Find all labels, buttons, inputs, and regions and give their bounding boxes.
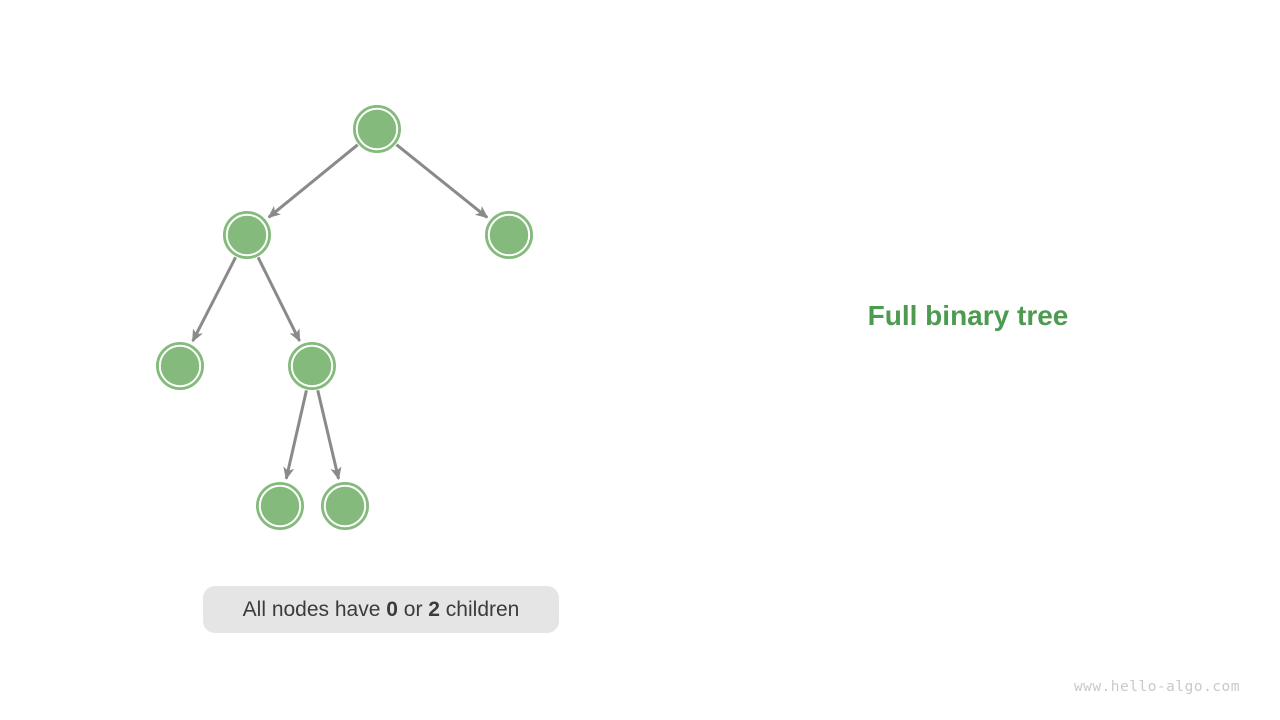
tree-node-ring <box>323 484 367 528</box>
tree-node-circle <box>156 342 204 390</box>
diagram-title: Full binary tree <box>867 300 1069 331</box>
tree-edge <box>256 256 301 343</box>
tree-edge <box>283 390 308 480</box>
tree-node <box>353 105 401 153</box>
tree-edge <box>267 143 359 219</box>
tree-node-circle <box>485 211 533 259</box>
tree-node-ring <box>290 344 334 388</box>
tree-node-circle <box>321 482 369 530</box>
tree-node-circle <box>223 211 271 259</box>
tree-node <box>156 342 204 390</box>
caption-text: or <box>397 597 429 621</box>
tree-node-circle <box>256 482 304 530</box>
tree-node-circle <box>288 342 336 390</box>
tree-node <box>288 342 336 390</box>
watermark: www.hello-algo.com <box>1073 679 1240 695</box>
tree-node <box>223 211 271 259</box>
caption-number: 0 <box>386 597 398 621</box>
tree-node-ring <box>225 213 269 257</box>
tree-node-ring <box>355 107 399 151</box>
caption-number: 2 <box>428 597 440 621</box>
tree-node-ring <box>487 213 531 257</box>
tree-node <box>321 482 369 530</box>
tree-edge <box>395 143 489 219</box>
caption-pill: All nodes have 0 or 2 children <box>203 586 559 633</box>
tree-node <box>485 211 533 259</box>
tree-node-ring <box>158 344 202 388</box>
caption-text: All nodes have <box>242 597 387 621</box>
tree-edge <box>191 256 237 343</box>
tree-node-ring <box>258 484 302 528</box>
tree-node-circle <box>353 105 401 153</box>
tree-edge <box>316 389 342 480</box>
caption-text: children <box>439 597 520 621</box>
tree-node <box>256 482 304 530</box>
